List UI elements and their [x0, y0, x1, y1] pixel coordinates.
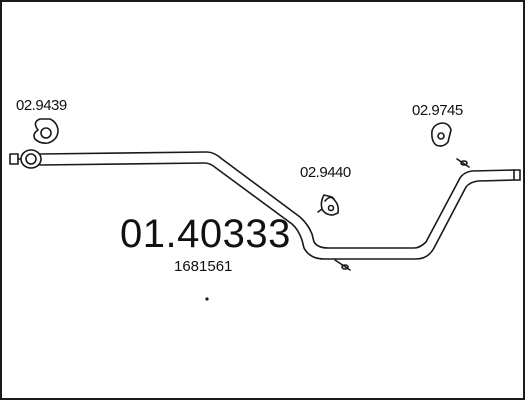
accessory-ref-label: 02.9439 [16, 97, 67, 114]
accessory-ref-label: 02.9440 [300, 164, 351, 181]
outlet-end [513, 169, 521, 181]
centre-mark [205, 297, 209, 301]
part-number: 01.40333 [120, 212, 291, 256]
oe-number: 1681561 [174, 258, 233, 275]
pipe-hanger-bracket-left [334, 259, 351, 271]
rubber-hanger-icon [431, 122, 452, 147]
inlet-flange [9, 149, 42, 169]
accessory-ref-label: 02.9745 [412, 102, 463, 119]
exhaust-pipe [39, 151, 515, 260]
gasket-ring-icon [33, 118, 59, 144]
pipe-hanger-bracket-right [456, 158, 470, 168]
rubber-hanger-icon [317, 194, 340, 216]
